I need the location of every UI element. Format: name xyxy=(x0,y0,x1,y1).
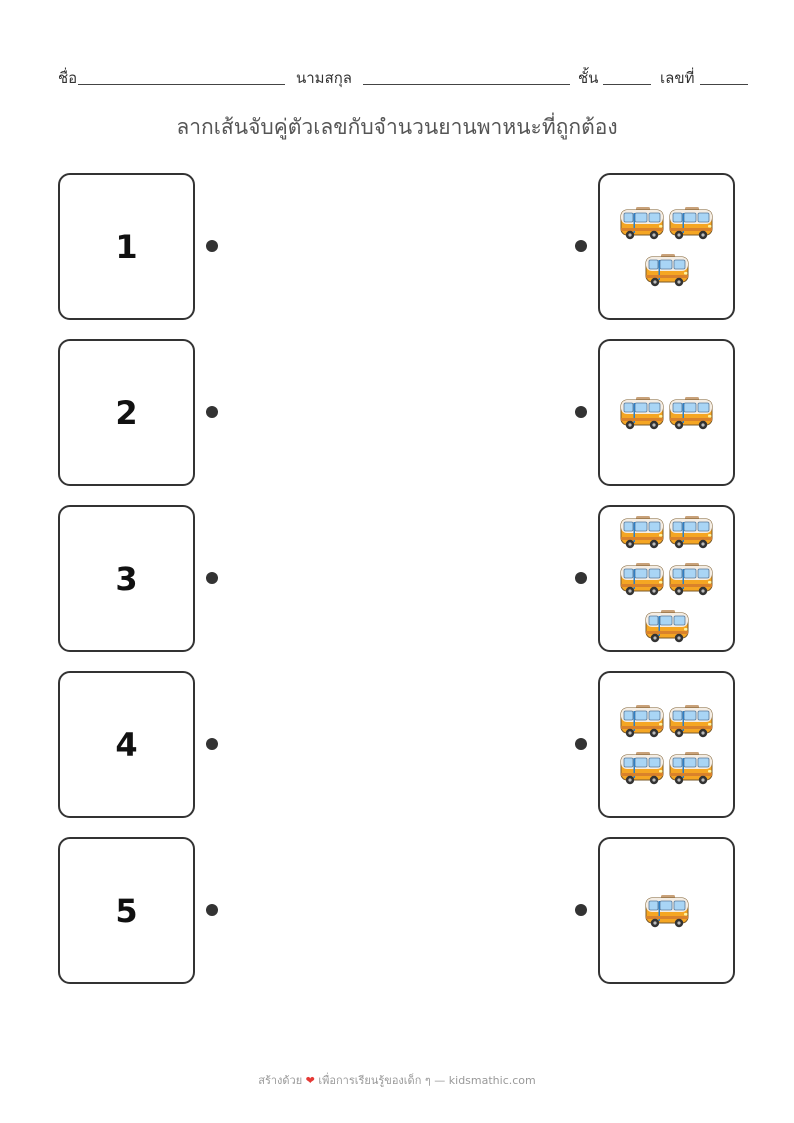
vehicle-row xyxy=(619,749,714,787)
vehicle-row xyxy=(619,702,714,740)
left-connector-dot-2[interactable] xyxy=(206,406,218,418)
name-field[interactable] xyxy=(78,84,285,85)
class-field[interactable] xyxy=(603,84,651,85)
vehicle-group xyxy=(600,839,733,982)
vehicle-card-2 xyxy=(598,339,735,486)
vehicle-row xyxy=(644,607,690,645)
minibus-icon xyxy=(669,396,713,429)
vehicle-card-4 xyxy=(598,671,735,818)
heart-icon: ❤ xyxy=(305,1074,315,1087)
right-connector-dot-3[interactable] xyxy=(575,572,587,584)
vehicle-group xyxy=(600,341,733,484)
header: ชื่อ นามสกุล ชั้น เลขที่ xyxy=(58,66,748,88)
name-label: ชื่อ xyxy=(58,69,78,87)
worksheet-title: ลากเส้นจับคู่ตัวเลขกับจำนวนยานพาหนะที่ถู… xyxy=(176,115,618,139)
right-connector-dot-1[interactable] xyxy=(575,240,587,252)
vehicle-group xyxy=(600,507,733,650)
number-field[interactable] xyxy=(700,84,748,85)
minibus-icon xyxy=(645,254,688,287)
number-label: 1 xyxy=(115,227,138,266)
surname-field[interactable] xyxy=(363,84,570,85)
number-card-3: 3 xyxy=(58,505,195,652)
minibus-icon xyxy=(620,396,664,429)
number-label: เลขที่ xyxy=(660,69,695,87)
right-connector-dot-5[interactable] xyxy=(575,904,587,916)
vehicle-row xyxy=(619,560,714,598)
left-connector-dot-4[interactable] xyxy=(206,738,218,750)
minibus-icon xyxy=(669,705,713,738)
minibus-icon xyxy=(620,207,664,240)
vehicle-row xyxy=(619,204,714,242)
vehicle-group xyxy=(600,673,733,816)
minibus-icon xyxy=(669,752,713,785)
number-card-5: 5 xyxy=(58,837,195,984)
vehicle-row xyxy=(644,251,690,289)
minibus-icon xyxy=(620,515,664,548)
footer-site: kidsmathic.com xyxy=(448,1074,536,1087)
vehicle-row xyxy=(619,513,714,551)
left-connector-dot-1[interactable] xyxy=(206,240,218,252)
number-label: 2 xyxy=(115,393,138,432)
minibus-icon xyxy=(645,894,688,927)
minibus-icon xyxy=(669,207,713,240)
footer: สร้างด้วย ❤ เพื่อการเรียนรู้ของเด็ก ๆ — … xyxy=(0,1071,794,1089)
minibus-icon xyxy=(620,705,664,738)
number-card-4: 4 xyxy=(58,671,195,818)
vehicle-card-1 xyxy=(598,173,735,320)
surname-label: นามสกุล xyxy=(296,69,352,87)
minibus-icon xyxy=(620,752,664,785)
vehicle-card-3 xyxy=(598,505,735,652)
right-connector-dot-2[interactable] xyxy=(575,406,587,418)
number-card-2: 2 xyxy=(58,339,195,486)
vehicle-row xyxy=(619,394,714,432)
vehicle-row xyxy=(644,892,690,930)
footer-for-kids: เพื่อการเรียนรู้ของเด็ก ๆ — xyxy=(318,1074,446,1087)
vehicle-card-5 xyxy=(598,837,735,984)
left-connector-dot-5[interactable] xyxy=(206,904,218,916)
minibus-icon xyxy=(669,562,713,595)
minibus-icon xyxy=(620,562,664,595)
minibus-icon xyxy=(669,515,713,548)
right-connector-dot-4[interactable] xyxy=(575,738,587,750)
number-card-1: 1 xyxy=(58,173,195,320)
class-label: ชั้น xyxy=(578,69,599,87)
minibus-icon xyxy=(645,609,688,642)
footer-made-with: สร้างด้วย xyxy=(258,1074,303,1087)
left-connector-dot-3[interactable] xyxy=(206,572,218,584)
number-label: 4 xyxy=(115,725,138,764)
number-label: 3 xyxy=(115,559,138,598)
number-label: 5 xyxy=(115,891,138,930)
vehicle-group xyxy=(600,175,733,318)
